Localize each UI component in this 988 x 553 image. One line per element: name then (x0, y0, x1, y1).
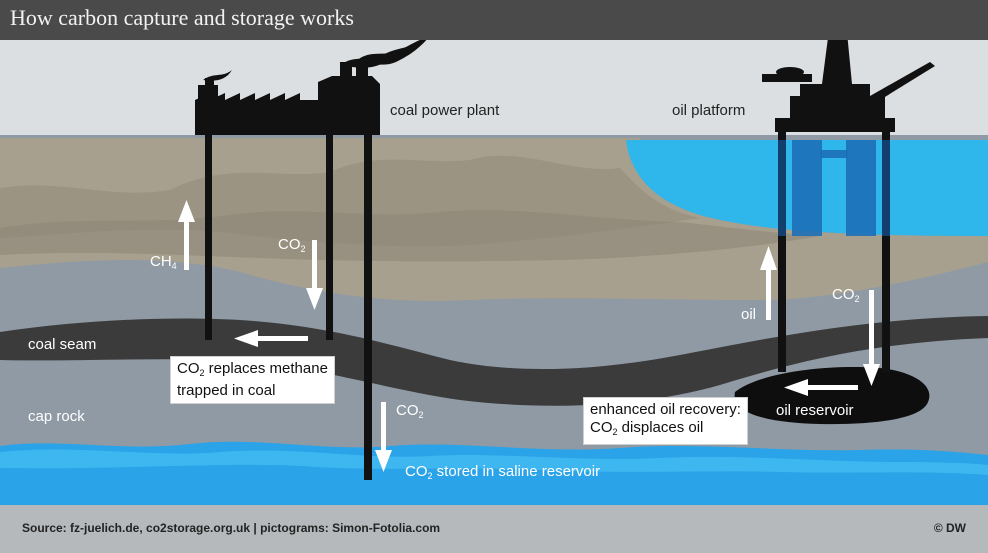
callout-methane: CO2 replaces methane trapped in coal (170, 356, 335, 404)
label-cap-rock: cap rock (28, 408, 85, 425)
callout-methane-line1: CO2 replaces methane (177, 360, 328, 378)
callout-eor-line1: enhanced oil recovery: (590, 401, 741, 418)
oil-reservoir (734, 367, 930, 425)
arrow-co2-saline-down (375, 402, 392, 472)
arrow-ch4-up (178, 200, 195, 270)
saline-highlight (0, 449, 988, 475)
arrow-co2-down-right (863, 290, 880, 386)
label-saline-reservoir: CO2 stored in saline reservoir (405, 463, 601, 481)
label-oil-platform: oil platform (672, 102, 746, 119)
callout-methane-line2: trapped in coal (177, 382, 276, 399)
label-oil-reservoir: oil reservoir (776, 402, 854, 419)
power-plant-structure (195, 36, 430, 480)
page-title: How carbon capture and storage works (10, 5, 354, 30)
label-co2-mid: CO2 (396, 402, 424, 420)
footer-bar (0, 505, 988, 553)
title-bar (0, 0, 988, 40)
label-coal-seam: coal seam (28, 336, 97, 353)
arrow-co2-down-left (306, 240, 323, 310)
label-ch4: CH4 (150, 253, 177, 271)
label-co2-right: CO2 (832, 286, 860, 304)
arrow-co2-coal-left (234, 330, 308, 347)
arrow-co2-oil-left (784, 379, 858, 396)
platform-submerged-legs (778, 140, 890, 236)
label-coal-power-plant: coal power plant (390, 102, 500, 119)
source-credit: Source: fz-juelich.de, co2storage.org.uk… (22, 521, 441, 535)
copyright: © DW (933, 521, 966, 535)
label-oil: oil (741, 306, 757, 323)
callout-eor: enhanced oil recovery: CO2 displaces oil (583, 397, 748, 445)
arrow-oil-up (760, 246, 777, 320)
label-co2-left: CO2 (278, 236, 306, 254)
oil-platform-structure (762, 8, 935, 372)
callout-eor-line2: CO2 displaces oil (590, 419, 704, 437)
